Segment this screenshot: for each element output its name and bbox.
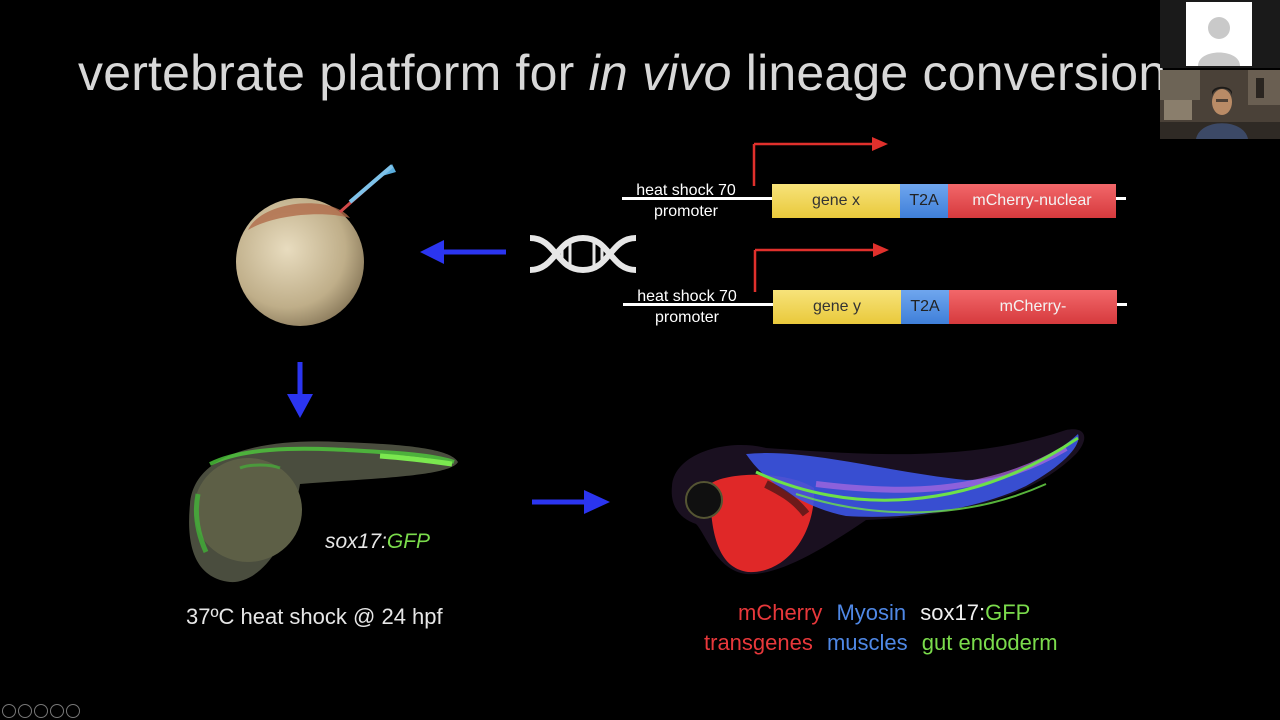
legend-muscles: muscles: [826, 630, 908, 655]
legend-gfp: GFP: [985, 600, 1031, 625]
promoter-arrow-1-icon: [748, 136, 893, 191]
label-sox17: sox17:: [325, 530, 387, 553]
legend-myosin: Myosin: [836, 600, 907, 625]
promoter-arrow-2-icon: [749, 242, 894, 297]
construct-2-gene: gene y: [773, 290, 901, 324]
legend-mcherry: mCherry: [738, 600, 823, 625]
zebrafish-embryo-gfp-image: [180, 434, 462, 595]
person-avatar-icon: [1186, 2, 1252, 66]
construct-2-reporter: mCherry-: [949, 290, 1117, 324]
legend-transgenes: transgenes: [704, 630, 813, 655]
legend-sox17-gfp: sox17:GFP: [920, 600, 1030, 625]
legend-row-2: transgenes muscles gut endoderm: [704, 630, 1058, 656]
construct-2-t2a: T2A: [901, 290, 949, 324]
construct-2-promoter-label: heat shock 70 promoter: [627, 286, 747, 328]
promoter-label-line1: heat shock 70: [637, 288, 737, 305]
speaker-video-feed[interactable]: [1160, 70, 1280, 139]
construct-1-reporter: mCherry-nuclear: [948, 184, 1116, 218]
prev-icon[interactable]: [2, 704, 16, 718]
menu-icon[interactable]: [34, 704, 48, 718]
slide-nav-controls: [2, 704, 80, 718]
legend-gut-endoderm: gut endoderm: [921, 630, 1058, 655]
zebrafish-larva-fluorescence-image: [666, 424, 1090, 585]
title-italic: in vivo: [588, 45, 732, 101]
legend-sox17: sox17:: [920, 600, 986, 625]
arrow-left-icon: [420, 238, 510, 271]
construct-1-gene: gene x: [772, 184, 900, 218]
legend-row-1: mCherry Myosin sox17:GFP: [738, 600, 1030, 626]
construct-1-promoter-label: heat shock 70 promoter: [626, 180, 746, 222]
zebrafish-egg-image: [232, 160, 402, 335]
arrow-down-icon: [285, 362, 315, 423]
next-icon[interactable]: [66, 704, 80, 718]
heat-shock-caption: 37ºC heat shock @ 24 hpf: [186, 604, 443, 629]
arrow-right-icon: [532, 487, 612, 522]
title-part-1: vertebrate platform for: [78, 45, 589, 101]
label-gfp: GFP: [386, 530, 431, 553]
promoter-label-line2: promoter: [654, 309, 720, 326]
pen-icon[interactable]: [18, 704, 32, 718]
promoter-label-line1: heat shock 70: [636, 182, 736, 199]
promoter-label-line2: promoter: [653, 203, 719, 220]
slide-title: vertebrate platform for in vivo lineage …: [78, 44, 1166, 102]
dna-helix-icon: [528, 232, 638, 281]
title-part-2: lineage conversion: [731, 45, 1167, 101]
embryo-gfp-label: sox17:GFP: [325, 530, 430, 554]
construct-1-t2a: T2A: [900, 184, 948, 218]
zoom-icon[interactable]: [50, 704, 64, 718]
